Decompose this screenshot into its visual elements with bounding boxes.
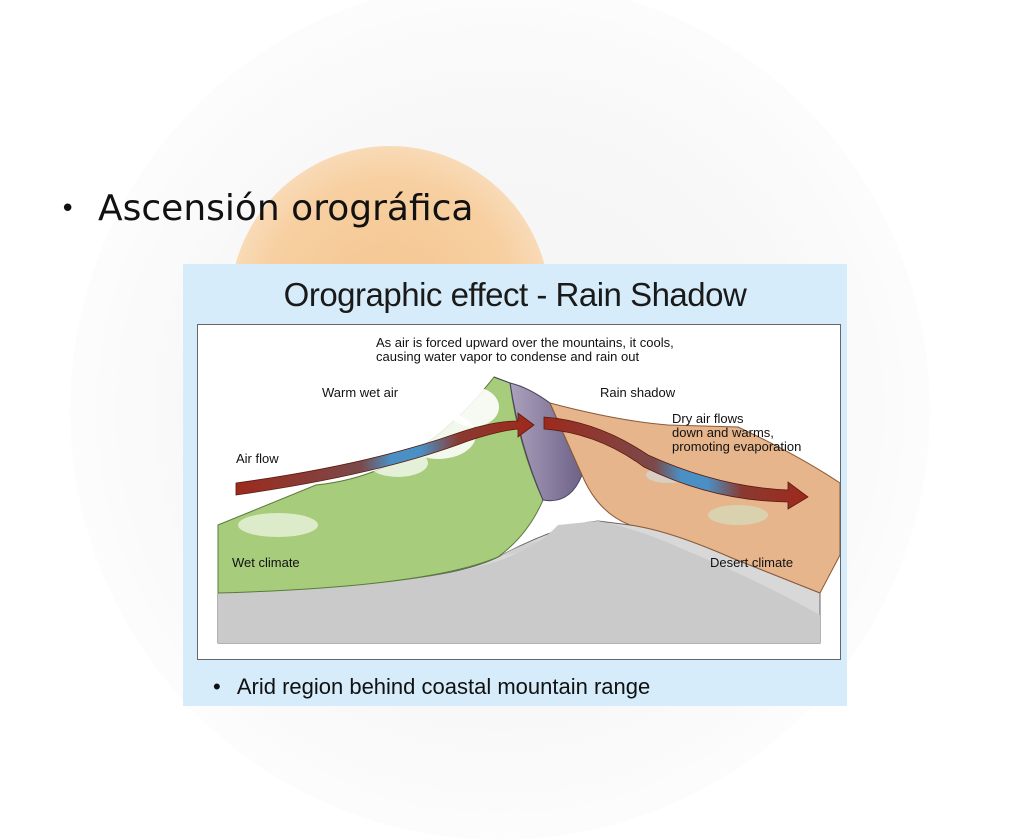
caption-line-1: As air is forced upward over the mountai… [376,335,674,350]
dry-air-label-line-3: promoting evaporation [672,439,802,454]
cloud [447,387,499,427]
slide-bullet-item: • Ascensión orográfica [60,188,474,229]
figure-title: Orographic effect - Rain Shadow [283,276,747,313]
cloud [238,513,318,537]
wet-climate-label: Wet climate [232,555,300,570]
mountain-profile [218,521,820,643]
bullet-icon: • [60,193,76,224]
descending-air-arrow [543,416,809,510]
rocky-ridge [493,376,583,502]
diagram-panel: As air is forced upward over the mountai… [197,324,841,660]
figure-bottom-bullet-text: Arid region behind coastal mountain rang… [236,674,651,699]
rain-shadow-label: Rain shadow [600,385,676,400]
dry-air-label-line-1: Dry air flows [672,411,744,426]
dry-air-label-line-2: down and warms, [672,425,774,440]
orographic-diagram [217,376,840,644]
vegetation-patch [708,505,768,525]
bullet-icon: • [213,674,221,699]
air-flow-arrow [235,412,535,496]
orographic-figure: Orographic effect - Rain Shadow [183,264,847,706]
air-flow-label: Air flow [236,451,279,466]
caption-line-2: causing water vapor to condense and rain… [376,349,640,364]
warm-wet-air-label: Warm wet air [322,385,399,400]
desert-climate-label: Desert climate [710,555,794,570]
slide-bullet-text: Ascensión orográfica [98,188,474,229]
figure-bottom-bullet: • Arid region behind coastal mountain ra… [213,674,650,700]
